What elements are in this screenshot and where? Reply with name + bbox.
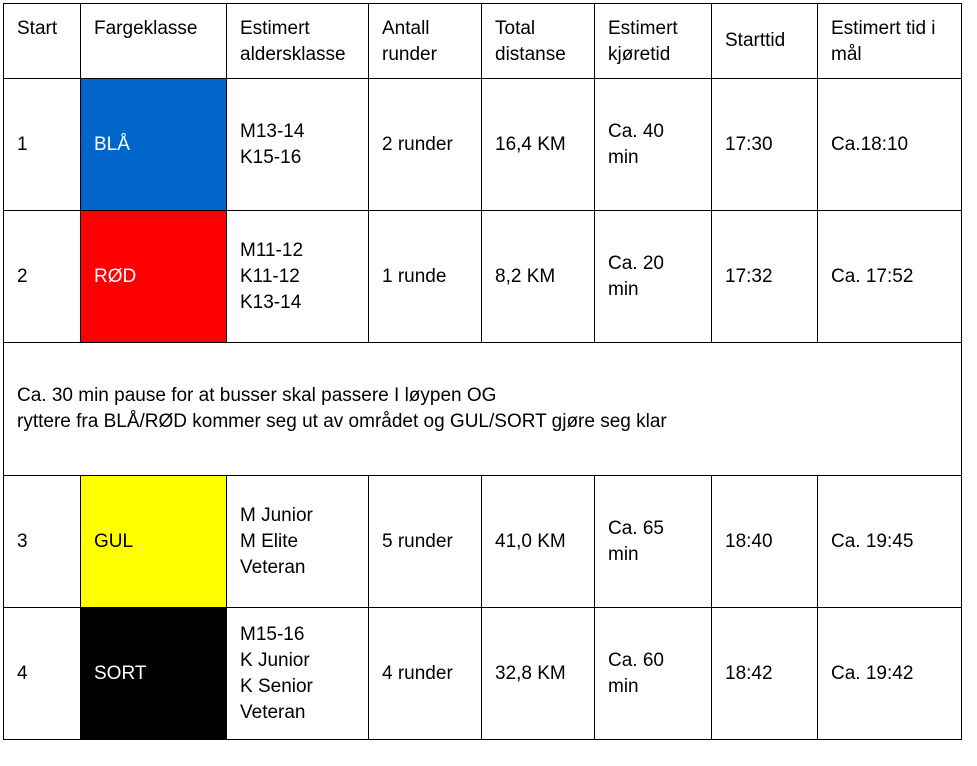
header-distance-line-2: distanse <box>495 44 566 65</box>
header-color-class: Fargeklasse <box>80 3 227 79</box>
start-number: 3 <box>3 475 81 608</box>
finish-time: Ca. 17:52 <box>817 210 962 343</box>
start-time: 18:40 <box>711 475 818 608</box>
age-class: M11-12 <box>240 239 304 261</box>
header-laps: Antall runder <box>368 3 482 79</box>
duration-line-2: min <box>608 278 639 300</box>
start-time: 18:42 <box>711 607 818 740</box>
total-distance: 16,4 KM <box>481 78 595 211</box>
color-class-label: RØD <box>94 265 137 287</box>
header-duration-line-1: Estimert <box>608 18 678 39</box>
laps: 1 runde <box>368 210 482 343</box>
pause-note: Ca. 30 min pause for at busser skal pass… <box>3 342 962 476</box>
age-class: K Junior <box>240 649 310 671</box>
table-row: 2 RØD M11-12 K11-12 K13-14 1 runde 8,2 K… <box>3 210 962 343</box>
estimated-duration: Ca. 65 min <box>594 475 712 608</box>
header-duration-line-2: kjøretid <box>608 44 671 65</box>
laps: 2 runder <box>368 78 482 211</box>
age-classes: M11-12 K11-12 K13-14 <box>226 210 369 343</box>
color-class-cell: GUL <box>80 475 227 608</box>
header-start-time: Starttid <box>711 3 818 79</box>
age-class: K Senior <box>240 675 313 697</box>
table-row: 4 SORT M15-16 K Junior K Senior Veteran … <box>3 607 962 740</box>
header-finish-time-line-2: mål <box>831 44 862 65</box>
estimated-duration: Ca. 60 min <box>594 607 712 740</box>
age-class: K13-14 <box>240 291 302 313</box>
estimated-duration: Ca. 40 min <box>594 78 712 211</box>
finish-time: Ca. 19:45 <box>817 475 962 608</box>
total-distance: 8,2 KM <box>481 210 595 343</box>
table-row: 1 BLÅ M13-14 K15-16 2 runder 16,4 KM Ca.… <box>3 78 962 211</box>
start-number: 2 <box>3 210 81 343</box>
total-distance: 41,0 KM <box>481 475 595 608</box>
start-time: 17:32 <box>711 210 818 343</box>
duration-line-1: Ca. 65 <box>608 517 664 539</box>
header-duration: Estimert kjøretid <box>594 3 712 79</box>
age-classes: M13-14 K15-16 <box>226 78 369 211</box>
color-class-cell: RØD <box>80 210 227 343</box>
pause-row: Ca. 30 min pause for at busser skal pass… <box>3 342 962 476</box>
color-class-label: SORT <box>94 662 147 684</box>
age-class: Veteran <box>240 701 306 723</box>
header-finish-time-line-1: Estimert tid i <box>831 18 936 39</box>
header-color-class-line-1: Fargeklasse <box>94 18 198 39</box>
header-laps-line-2: runder <box>382 44 437 65</box>
pause-note-line-1: Ca. 30 min pause for at busser skal pass… <box>17 385 497 406</box>
duration-line-1: Ca. 60 <box>608 649 664 671</box>
duration-line-2: min <box>608 543 639 565</box>
duration-line-2: min <box>608 675 639 697</box>
header-laps-line-1: Antall <box>382 18 430 39</box>
total-distance: 32,8 KM <box>481 607 595 740</box>
estimated-duration: Ca. 20 min <box>594 210 712 343</box>
header-start-line-1: Start <box>17 18 58 39</box>
color-class-label: BLÅ <box>94 133 130 155</box>
header-finish-time: Estimert tid i mål <box>817 3 962 79</box>
start-number: 1 <box>3 78 81 211</box>
age-classes: M Junior M Elite Veteran <box>226 475 369 608</box>
color-class-cell: BLÅ <box>80 78 227 211</box>
header-age-class: Estimert aldersklasse <box>226 3 369 79</box>
start-number: 4 <box>3 607 81 740</box>
header-age-class-line-2: aldersklasse <box>240 44 346 65</box>
pause-note-line-2: ryttere fra BLÅ/RØD kommer seg ut av omr… <box>17 411 667 432</box>
header-age-class-line-1: Estimert <box>240 18 310 39</box>
finish-time: Ca.18:10 <box>817 78 962 211</box>
header-distance-line-1: Total <box>495 18 536 39</box>
header-start: Start <box>3 3 81 79</box>
start-time: 17:30 <box>711 78 818 211</box>
race-schedule-table: Start Fargeklasse Estimert aldersklasse … <box>3 3 962 740</box>
header-start-time-line-1: Starttid <box>725 30 786 51</box>
color-class-label: GUL <box>94 530 134 552</box>
age-class: M Junior <box>240 504 313 526</box>
header-distance: Total distanse <box>481 3 595 79</box>
age-class: M Elite <box>240 530 299 552</box>
age-class: Veteran <box>240 556 306 578</box>
age-class: K11-12 <box>240 265 300 287</box>
color-class-cell: SORT <box>80 607 227 740</box>
laps: 4 runder <box>368 607 482 740</box>
age-classes: M15-16 K Junior K Senior Veteran <box>226 607 369 740</box>
laps: 5 runder <box>368 475 482 608</box>
age-class: M13-14 <box>240 120 305 142</box>
header-row: Start Fargeklasse Estimert aldersklasse … <box>3 3 962 79</box>
duration-line-1: Ca. 20 <box>608 252 664 274</box>
age-class: K15-16 <box>240 146 302 168</box>
finish-time: Ca. 19:42 <box>817 607 962 740</box>
duration-line-1: Ca. 40 <box>608 120 664 142</box>
table-row: 3 GUL M Junior M Elite Veteran 5 runder … <box>3 475 962 608</box>
age-class: M15-16 <box>240 623 305 645</box>
duration-line-2: min <box>608 146 639 168</box>
